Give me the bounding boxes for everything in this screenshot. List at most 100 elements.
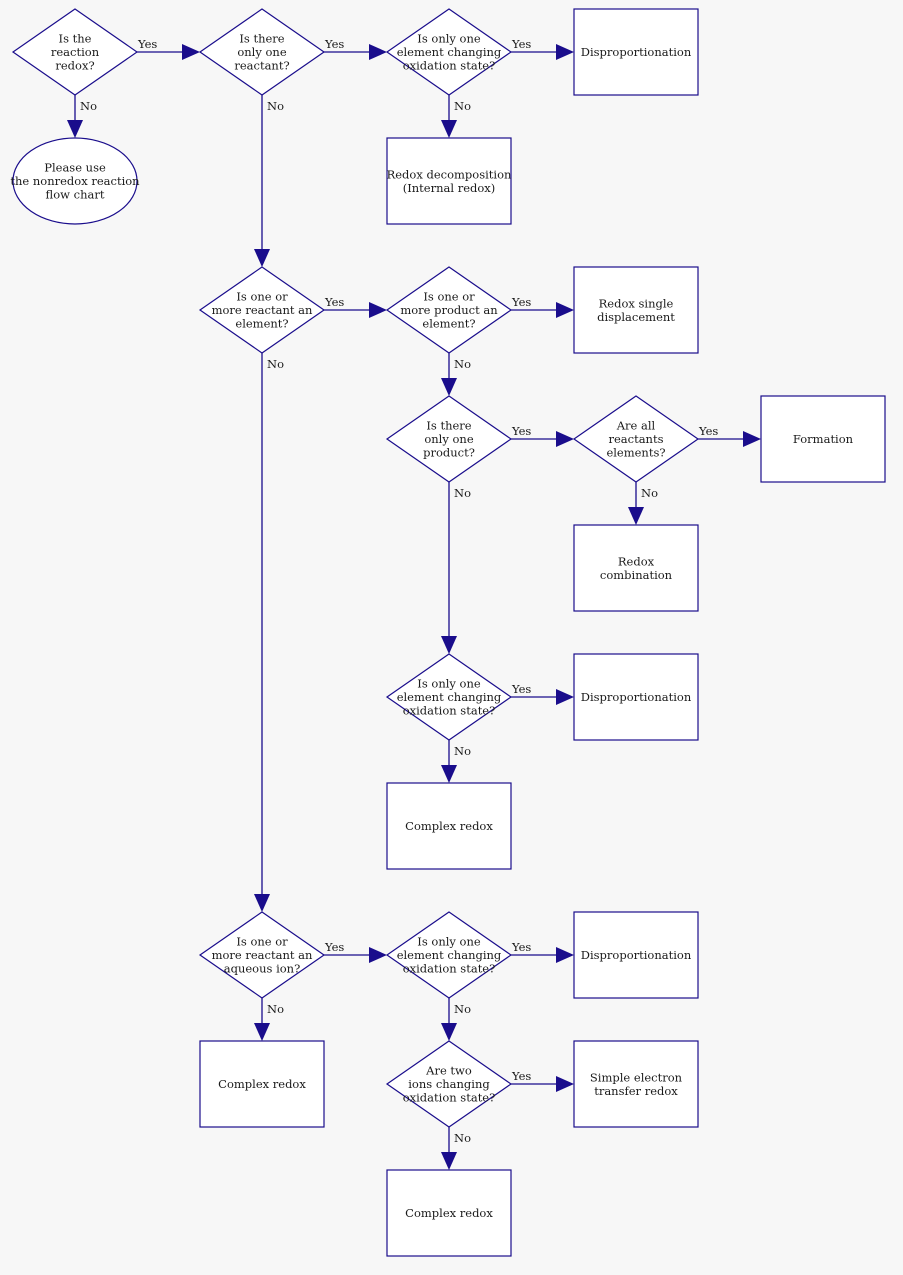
node-label-line: element? [235,317,288,331]
edge-label-no: No [454,99,471,113]
edge-label-yes: Yes [511,1069,531,1083]
node-label-line: aqueous ion? [224,962,301,976]
arrowhead-icon [556,44,574,60]
arrowhead-icon [254,1023,270,1041]
edge-no-17: No [254,998,284,1041]
edge-yes-14: Yes [511,682,574,705]
box-shape [573,8,699,96]
box-shape [573,266,699,354]
edge-yes-8: Yes [511,295,574,318]
node-label-line: Is only one [417,935,481,949]
arrowhead-icon [556,431,574,447]
node-label-line: Is only one [417,677,481,691]
node-label-line: product? [423,446,475,460]
result-node-r-formation: Formation [760,395,886,483]
edge-yes-20: Yes [511,1069,574,1092]
arrowhead-icon [254,894,270,912]
edge-label-no: No [454,744,471,758]
edge-label-no: No [80,99,97,113]
diamond-shape [198,911,326,999]
result-node-r-disprop-1: Disproportionation [573,8,699,96]
edge-no-15: No [441,740,471,783]
edge-label-yes: Yes [511,940,531,954]
edge-yes-16: Yes [324,940,387,963]
ellipse-shape [12,137,138,225]
edge-label-yes: Yes [137,37,157,51]
node-label-line: the nonredox reaction [10,174,140,188]
arrowhead-icon [556,1076,574,1092]
edge-label-no: No [267,1002,284,1016]
node-label-line: element changing [397,45,502,59]
node-label-line: Disproportionation [581,45,692,59]
box-shape [573,653,699,741]
node-label-line: Simple electron [590,1070,683,1084]
node-label-line: oxidation state? [403,962,496,976]
node-label-line: elements? [606,446,665,460]
node-label-line: Is one or [236,290,288,304]
node-label-line: Is there [426,419,471,433]
node-label-line: element changing [397,948,502,962]
edge-no-21: No [441,1127,471,1170]
box-shape [386,137,512,225]
edge-label-no: No [454,357,471,371]
node-label-line: only one [237,45,286,59]
node-label-line: combination [600,568,673,582]
edge-no-19: No [441,998,471,1041]
diamond-shape [385,8,513,96]
box-shape [760,395,886,483]
arrowhead-icon [369,302,387,318]
node-label-line: element changing [397,690,502,704]
arrowhead-icon [556,689,574,705]
edge-label-no: No [267,357,284,371]
edge-label-yes: Yes [511,295,531,309]
arrowhead-icon [441,120,457,138]
arrowhead-icon [743,431,761,447]
box-shape [573,524,699,612]
arrowhead-icon [182,44,200,60]
node-label-line: Disproportionation [581,690,692,704]
node-label-line: redox? [55,59,94,73]
edge-label-no: No [641,486,658,500]
arrowhead-icon [369,44,387,60]
diamond-shape [385,653,513,741]
node-label-line: Is only one [417,32,481,46]
node-label-line: element? [422,317,475,331]
edge-label-no: No [454,486,471,500]
node-label-line: oxidation state? [403,704,496,718]
node-label-line: Disproportionation [581,948,692,962]
edge-label-yes: Yes [511,424,531,438]
result-node-r-complex-2: Complex redox [199,1040,325,1128]
node-label-line: ions changing [408,1077,490,1091]
node-label-line: Formation [793,432,854,446]
edge-no-7: No [254,353,284,912]
edge-label-no: No [454,1131,471,1145]
node-label-line: Are two [425,1064,472,1078]
edge-yes-18: Yes [511,940,574,963]
node-label-line: oxidation state? [403,1091,496,1105]
node-label-line: Are all [616,419,656,433]
edge-label-yes: Yes [324,940,344,954]
box-shape [199,1040,325,1128]
arrowhead-icon [556,947,574,963]
node-label-line: flow chart [46,188,105,202]
arrowhead-icon [369,947,387,963]
node-label-line: Is there [239,32,284,46]
node-label-line: (Internal redox) [403,181,496,195]
node-label-line: displacement [597,310,675,324]
box-shape [386,1169,512,1257]
edge-no-9: No [441,353,471,396]
diamond-shape [385,1040,513,1128]
arrowhead-icon [441,378,457,396]
edge-yes-6: Yes [324,295,387,318]
